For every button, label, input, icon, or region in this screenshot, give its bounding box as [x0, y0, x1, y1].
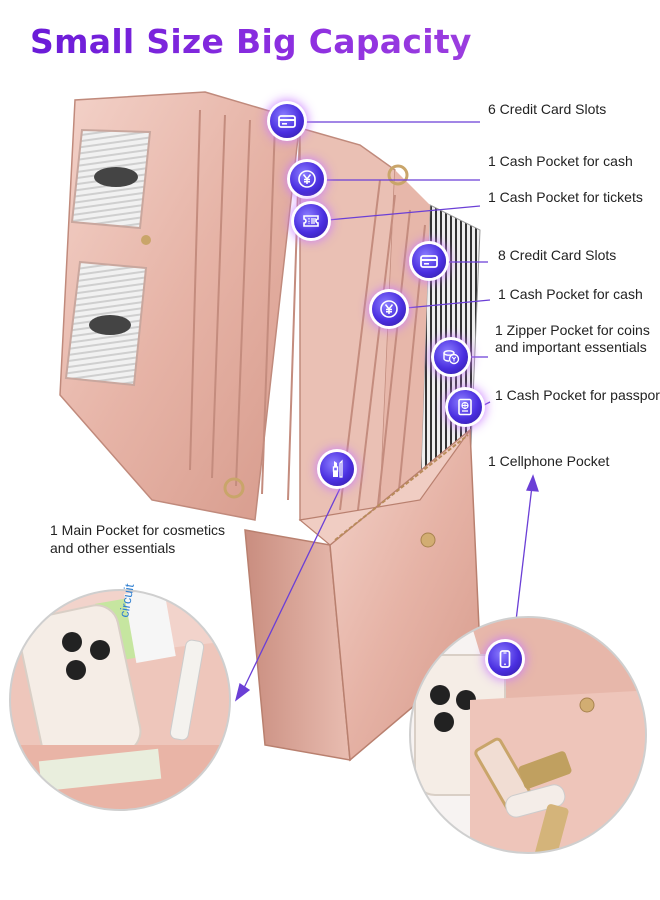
card-brand-text: circuit	[116, 582, 137, 618]
label-zipper-pocket-line1: 1 Zipper Pocket for coins	[495, 322, 650, 338]
label-8-credit-card-slots: 8 Credit Card Slots	[498, 247, 617, 263]
coin-stack-icon	[434, 340, 468, 374]
inset-right-cellphone	[409, 616, 647, 854]
label-cash-pocket-for-tickets: 1 Cash Pocket for tickets	[488, 189, 643, 205]
lipstick-icon	[320, 452, 354, 486]
ticket-icon	[294, 204, 328, 238]
wallet-open-flap	[59, 91, 301, 521]
label-6-credit-card-slots: 6 Credit Card Slots	[488, 101, 607, 117]
page-title: Small Size Big Capacity	[30, 22, 472, 61]
smartphone-icon	[488, 642, 522, 676]
label-main-pocket-line1: 1 Main Pocket for cosmetics	[50, 522, 226, 538]
label-zipper-pocket-line2: and important essentials	[495, 339, 647, 355]
inset-left-cosmetics: circuit	[9, 582, 231, 811]
label-cash-pocket-for-cash-2: 1 Cash Pocket for cash	[498, 286, 643, 302]
label-cash-pocket-for-cash: 1 Cash Pocket for cash	[488, 153, 633, 169]
passport-icon	[448, 390, 482, 424]
yen-coin-icon	[290, 162, 324, 196]
label-cash-pocket-for-passport: 1 Cash Pocket for passport	[495, 387, 660, 403]
label-cellphone-pocket: 1 Cellphone Pocket	[488, 453, 610, 469]
yen-coin-icon	[372, 292, 406, 326]
label-main-pocket-line2: and other essentials	[50, 540, 176, 556]
credit-card-icon	[412, 244, 446, 278]
credit-card-icon	[270, 104, 304, 138]
